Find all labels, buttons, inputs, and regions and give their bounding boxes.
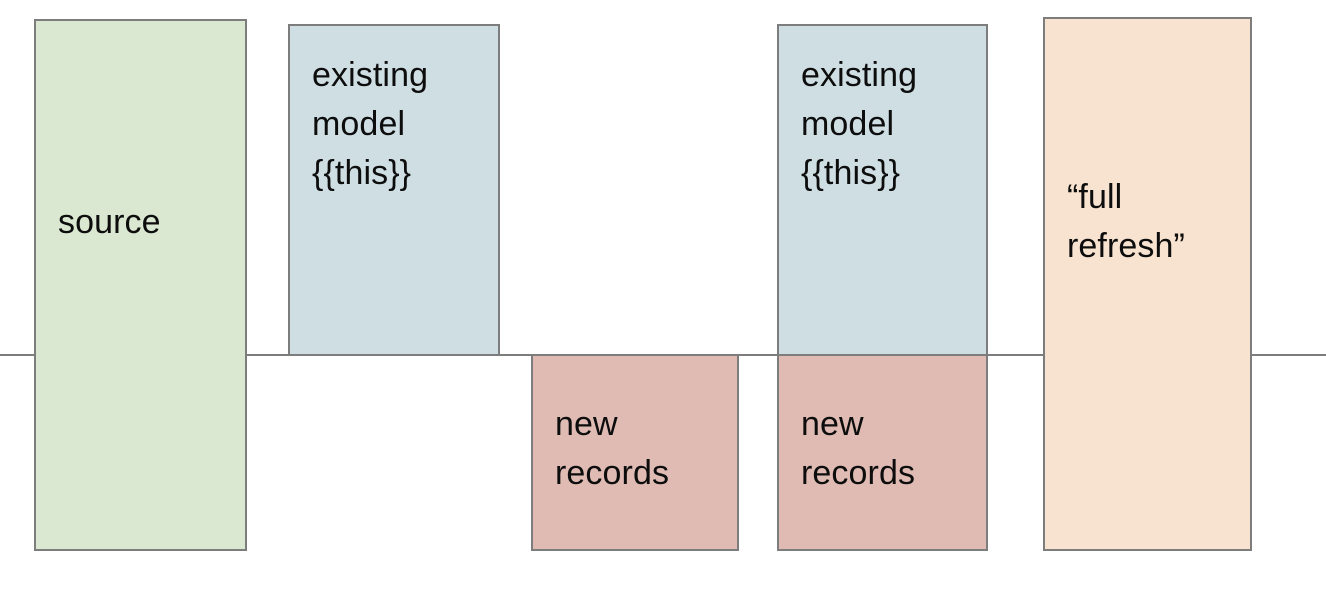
block-source[interactable]: source — [34, 19, 247, 551]
block-full-refresh[interactable]: “full refresh” — [1043, 17, 1252, 551]
block-existing-model-2[interactable]: existing model {{this}} — [777, 24, 988, 356]
block-source-label: source — [58, 202, 161, 241]
block-existing-model-1-label: existing model {{this}} — [312, 55, 429, 192]
block-new-records-2-label: new records — [801, 404, 916, 492]
block-existing-model-2-label: existing model {{this}} — [801, 55, 918, 192]
block-full-refresh-label: “full refresh” — [1067, 178, 1185, 265]
block-new-records-1[interactable]: new records — [531, 354, 739, 551]
block-existing-model-1[interactable]: existing model {{this}} — [288, 24, 500, 356]
block-new-records-1-label: new records — [555, 404, 670, 492]
block-new-records-2[interactable]: new records — [777, 354, 988, 551]
